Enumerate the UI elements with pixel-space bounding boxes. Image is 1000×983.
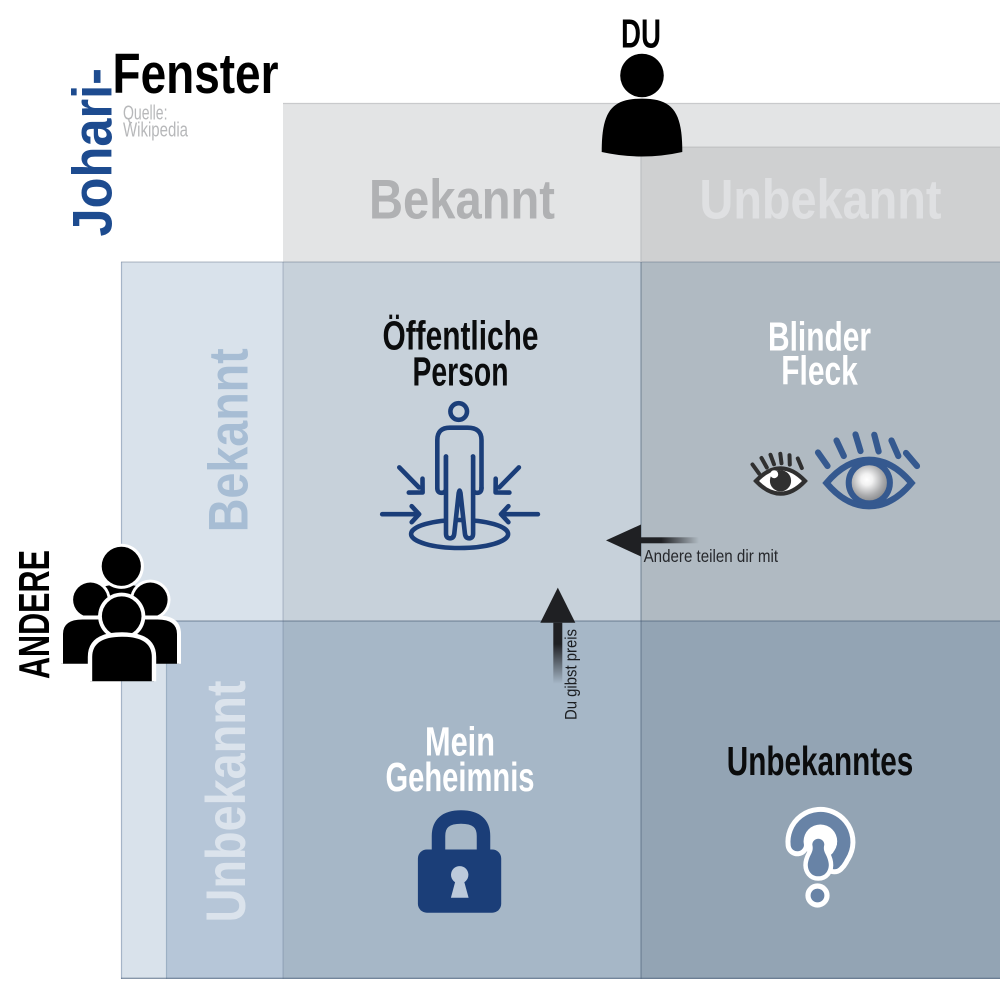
svg-text:Unbekannt: Unbekannt: [700, 167, 942, 230]
svg-text:Fleck: Fleck: [781, 348, 858, 394]
svg-text:Unbekanntes: Unbekanntes: [727, 738, 914, 784]
svg-text:Person: Person: [413, 349, 509, 395]
svg-text:Bekannt: Bekannt: [197, 348, 260, 532]
svg-text:Wikipedia: Wikipedia: [123, 120, 189, 142]
svg-text:Unbekannt: Unbekannt: [194, 681, 257, 923]
svg-text:Mein: Mein: [425, 719, 495, 765]
svg-text:ANDERE: ANDERE: [11, 550, 59, 679]
svg-text:Öffentliche: Öffentliche: [383, 313, 539, 359]
svg-text:Blinder: Blinder: [768, 314, 871, 360]
svg-text:DU: DU: [621, 10, 661, 56]
svg-text:Andere teilen dir mit: Andere teilen dir mit: [644, 546, 779, 566]
svg-text:Quelle:: Quelle:: [123, 102, 168, 124]
svg-text:Du gibst preis: Du gibst preis: [563, 629, 581, 720]
svg-text:Geheimnis: Geheimnis: [386, 754, 535, 800]
svg-text:Johari-: Johari-: [61, 68, 124, 237]
svg-text:Bekannt: Bekannt: [369, 167, 555, 230]
svg-text:Fenster: Fenster: [113, 42, 279, 105]
